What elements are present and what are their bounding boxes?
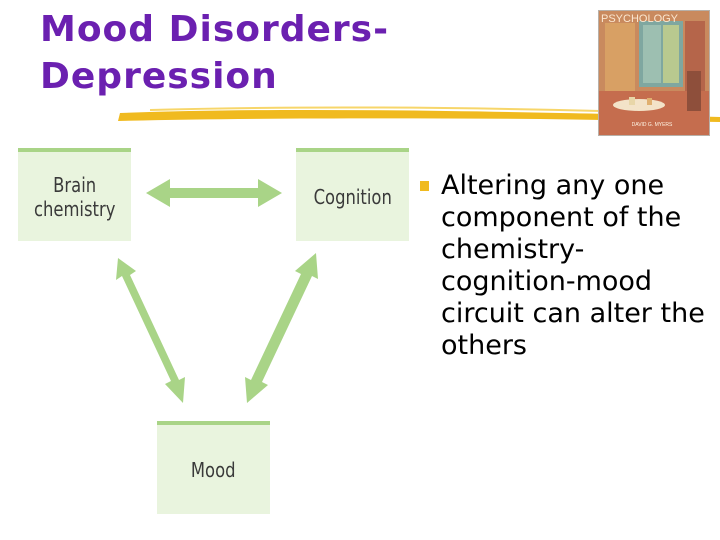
node-brain-chemistry-label: Brain chemistry [33,172,116,221]
window-scene-illustration [599,11,709,135]
arrow-brain-cognition [146,179,282,207]
node-mood-label: Mood [191,457,236,482]
node-cognition-label: Cognition [313,184,392,209]
textbook-cover-image: PSYCHOLOGY DAVID G. MYERS [598,10,710,136]
node-mood: Mood [157,421,270,514]
bullet-square-icon [420,181,429,191]
book-author: DAVID G. MYERS [631,122,673,128]
arrow-cognition-mood [245,253,318,403]
arrow-brain-mood [116,258,185,403]
bullet-text: Altering any one component of the chemis… [441,170,705,361]
slide-title-line1: Mood Disorders- [40,9,390,50]
node-brain-chemistry: Brain chemistry [18,148,131,241]
title-underline-brush [118,106,720,122]
slide-title-line2: Depression [40,56,278,97]
slide-title: Mood Disorders- Depression [40,6,440,100]
book-title: PSYCHOLOGY [601,13,679,25]
node-cognition: Cognition [296,148,409,241]
